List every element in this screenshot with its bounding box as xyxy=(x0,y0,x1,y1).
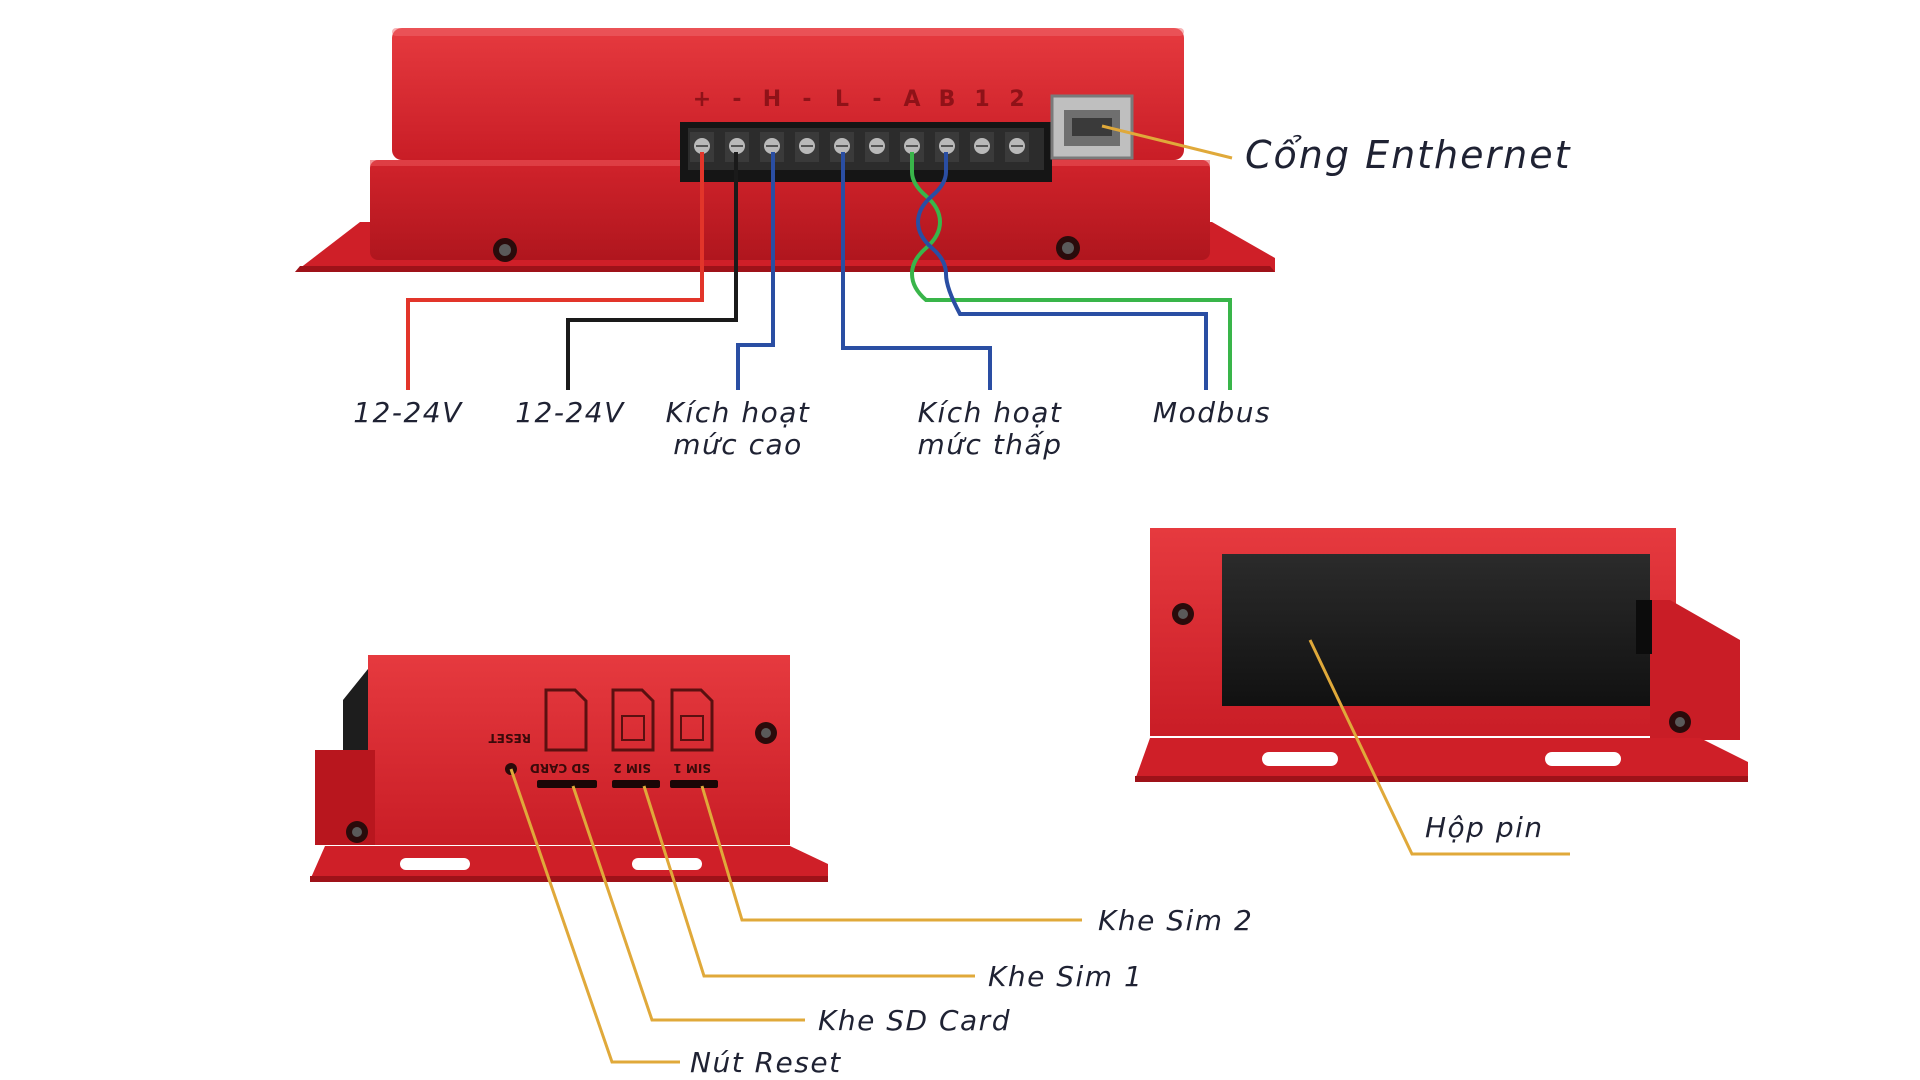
ethernet-port xyxy=(1050,94,1134,160)
side-device-leaders xyxy=(509,768,1082,1064)
terminal-screw-icon xyxy=(725,132,749,162)
screw-icon xyxy=(1172,603,1194,625)
screw-icon xyxy=(1669,711,1691,733)
label-sim2-slot: Khe Sim 2 xyxy=(1098,904,1253,937)
label-battery-box: Hộp pin xyxy=(1425,811,1544,844)
sim2-slot xyxy=(612,780,660,788)
modbus-wire-b xyxy=(915,152,1208,390)
sim2-marking: SIM 2 xyxy=(613,761,651,775)
sim2-leader-line xyxy=(700,785,1082,922)
battery-cover xyxy=(1222,554,1650,706)
label-sd-slot: Khe SD Card xyxy=(818,1004,1011,1037)
terminal-screw-icon xyxy=(970,132,994,162)
terminal-screw-icon xyxy=(1005,132,1029,162)
terminal-mark: - xyxy=(732,87,741,112)
label-trigger-low-line2: mức thấp xyxy=(918,428,1063,461)
terminal-mark: A xyxy=(903,87,920,112)
terminal-mark: - xyxy=(872,87,881,112)
screw-icon xyxy=(493,238,517,262)
terminal-mark: 2 xyxy=(1009,87,1024,112)
power-positive-wire xyxy=(406,152,704,390)
screw-icon xyxy=(1056,236,1080,260)
battery-leader-line xyxy=(1308,639,1570,856)
label-reset-button: Nút Reset xyxy=(690,1046,842,1079)
side-device: RESET SD CARD SIM 2 SIM 1 xyxy=(310,655,828,882)
power-negative-wire xyxy=(566,152,738,390)
terminal-screw-icon xyxy=(795,132,819,162)
reset-leader-line xyxy=(509,768,680,1064)
sim-card-icon xyxy=(611,688,655,752)
terminal-mark: - xyxy=(802,87,811,112)
sim1-leader-line xyxy=(642,785,975,978)
terminal-mark: L xyxy=(835,87,849,112)
mounting-hole-icon xyxy=(400,858,470,870)
terminal-screw-icon xyxy=(760,132,784,162)
terminal-screw-icon xyxy=(865,132,889,162)
sim1-marking: SIM 1 xyxy=(673,761,711,775)
sd-card-slot xyxy=(537,780,597,788)
label-trigger-high-line2: mức cao xyxy=(673,428,803,461)
mounting-hole-icon xyxy=(632,858,702,870)
mounting-hole-icon xyxy=(1262,752,1338,766)
trigger-high-wire xyxy=(736,152,775,390)
wiring xyxy=(406,152,1232,390)
label-power-negative: 12-24V xyxy=(515,396,625,429)
screw-icon xyxy=(346,821,368,843)
trigger-low-wire xyxy=(841,152,992,390)
label-trigger-high-line1: Kích hoạt xyxy=(666,396,811,429)
mounting-hole-icon xyxy=(1545,752,1621,766)
terminal-block xyxy=(680,122,1052,182)
label-modbus: Modbus xyxy=(1153,396,1271,429)
sim-card-icon xyxy=(670,688,714,752)
terminal-mark: 1 xyxy=(974,87,989,112)
terminal-mark: + xyxy=(693,87,711,112)
battery-device xyxy=(1135,528,1748,782)
label-power-positive: 12-24V xyxy=(353,396,463,429)
sim1-slot xyxy=(670,780,718,788)
terminal-mark: B xyxy=(939,87,956,112)
reset-marking: RESET xyxy=(488,731,531,745)
sd-card-icon xyxy=(544,688,588,752)
ethernet-leader-line xyxy=(1101,124,1233,160)
terminal-mark: H xyxy=(763,87,781,112)
screw-icon xyxy=(755,722,777,744)
label-sim1-slot: Khe Sim 1 xyxy=(988,960,1143,993)
sd-marking: SD CARD xyxy=(530,761,590,775)
label-trigger-low-line1: Kích hoạt xyxy=(918,396,1063,429)
modbus-wire-a xyxy=(909,152,1232,390)
sd-card-leader-line xyxy=(571,785,805,1022)
label-ethernet: Cổng Enthernet xyxy=(1245,133,1572,177)
